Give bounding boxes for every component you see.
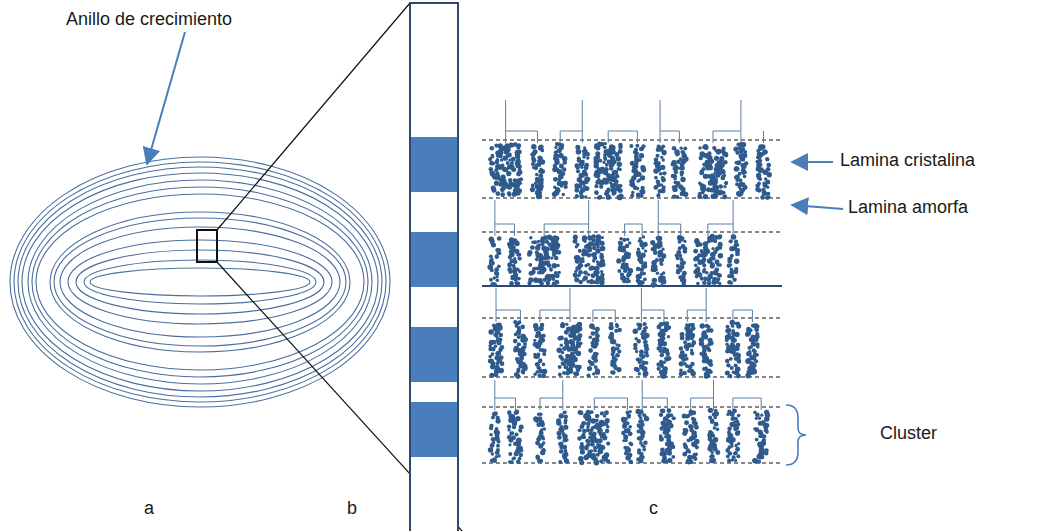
ring-label: Anillo de crecimiento (66, 10, 232, 30)
zoom-line (217, 3, 410, 230)
zoom-box (197, 230, 217, 262)
lamella-boundaries (482, 140, 782, 463)
panel-letter: b (347, 499, 357, 519)
panel-letter: a (144, 499, 154, 519)
cluster-bracket (786, 405, 806, 465)
leader-arrow (792, 205, 843, 209)
lamella-strip (410, 3, 458, 531)
amylopectin-clusters (487, 100, 772, 465)
lamella-label: Lamina cristalina (840, 151, 975, 171)
lamella-boundary (482, 285, 782, 287)
panel-letter: c (649, 499, 658, 519)
cluster-label: Cluster (880, 424, 937, 444)
growth-rings (10, 157, 390, 407)
leader-arrow (147, 32, 185, 164)
lamella-label: Lamina amorfa (848, 198, 968, 218)
leader-arrow (792, 161, 833, 163)
